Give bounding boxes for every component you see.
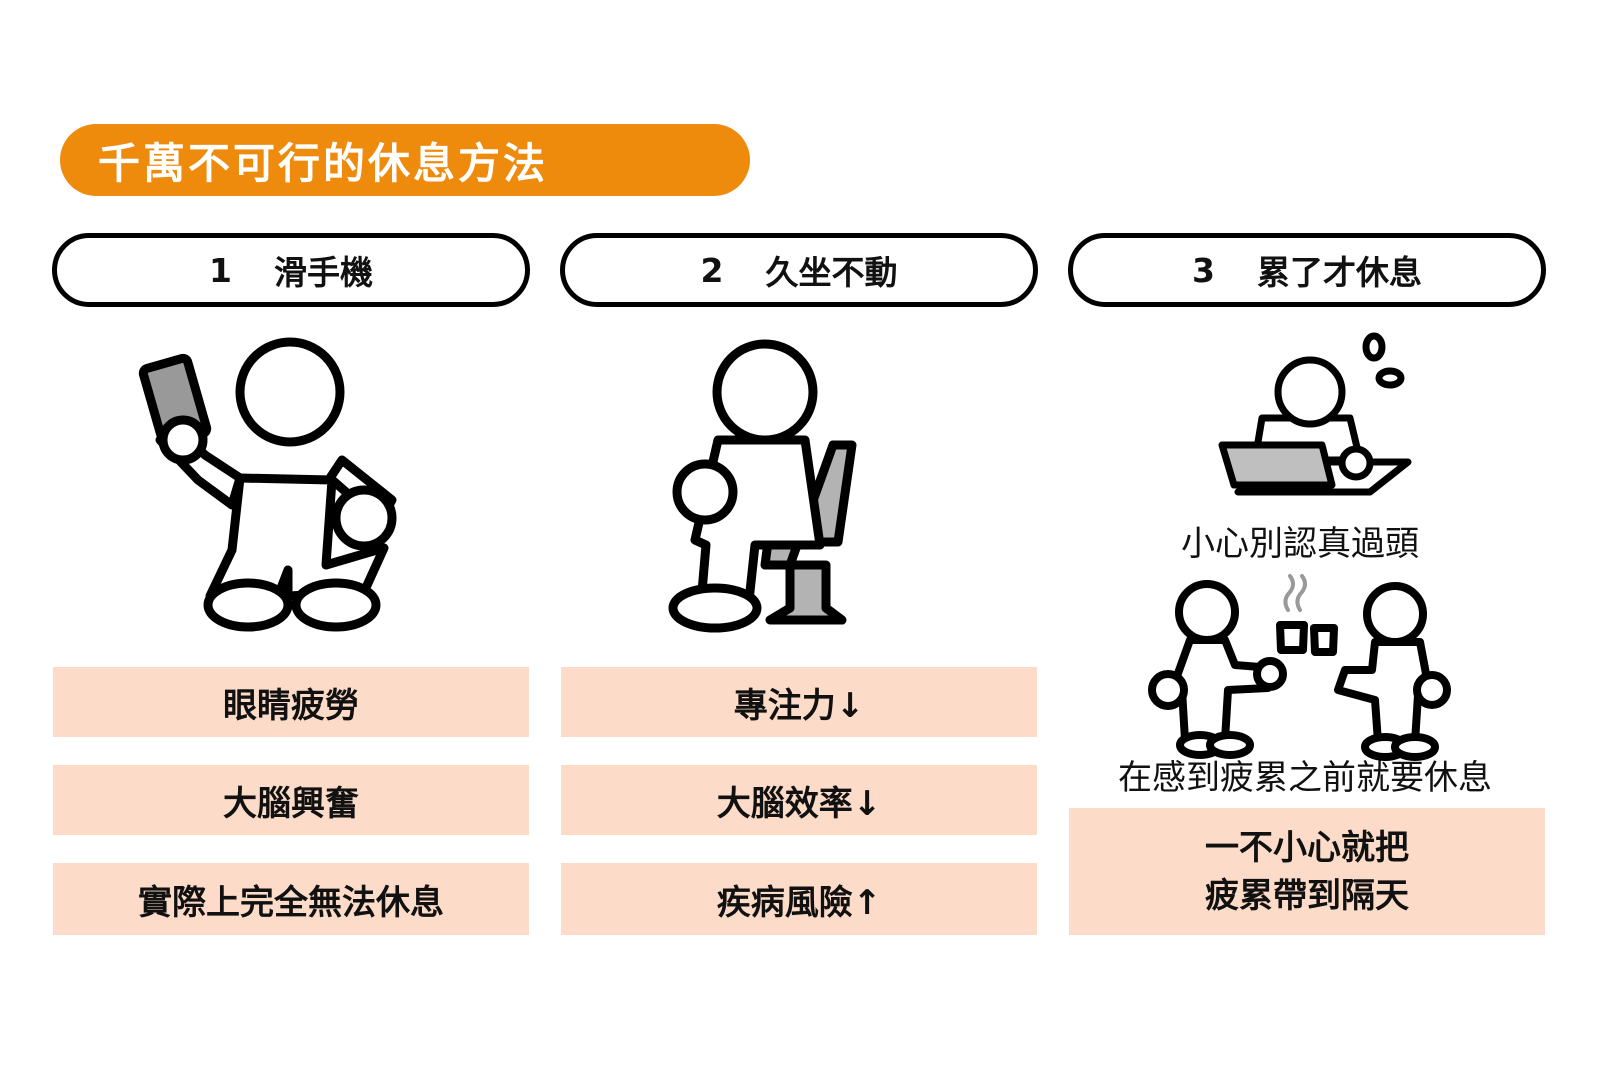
column-3-label: 累了才休息 <box>1256 253 1422 292</box>
two-people-coffee-break-icon <box>1148 574 1451 761</box>
page-title: 千萬不可行的休息方法 <box>60 124 750 196</box>
column-1-effect-2: 大腦興奮 <box>53 765 529 835</box>
column-2-effect-2: 大腦效率↓ <box>561 765 1037 835</box>
column-1-label: 滑手機 <box>273 253 373 292</box>
column-1-effect-1: 眼睛疲勞 <box>53 667 529 737</box>
column-header-3: 3 累了才休息 <box>1068 233 1546 307</box>
column-2-effect-3: 疾病風險↑ <box>561 863 1037 935</box>
column-2-label: 久坐不動 <box>765 253 898 292</box>
column-1-number: 1 <box>209 250 232 290</box>
column-2-effect-1: 專注力↓ <box>561 667 1037 737</box>
column-1-effect-3: 實際上完全無法休息 <box>53 863 529 935</box>
column-2-number: 2 <box>700 250 724 290</box>
column-header-2: 2 久坐不動 <box>560 233 1038 307</box>
column-3-caption-bottom: 在感到疲累之前就要休息 <box>1118 758 1492 798</box>
person-with-phone-icon <box>138 337 397 632</box>
column-3-effect: 一不小心就把 疲累帶到隔天 <box>1069 808 1545 935</box>
page-title-text: 千萬不可行的休息方法 <box>98 138 549 188</box>
person-at-laptop-icon <box>1218 332 1412 496</box>
column-3-number: 3 <box>1192 250 1215 290</box>
person-sitting-icon <box>668 339 857 633</box>
column-3-effect-line-2: 疲累帶到隔天 <box>1205 875 1409 916</box>
column-header-1: 1 滑手機 <box>52 233 530 307</box>
column-3-caption-top: 小心別認真過頭 <box>1181 524 1419 564</box>
column-3-effect-line-1: 一不小心就把 <box>1205 827 1409 868</box>
